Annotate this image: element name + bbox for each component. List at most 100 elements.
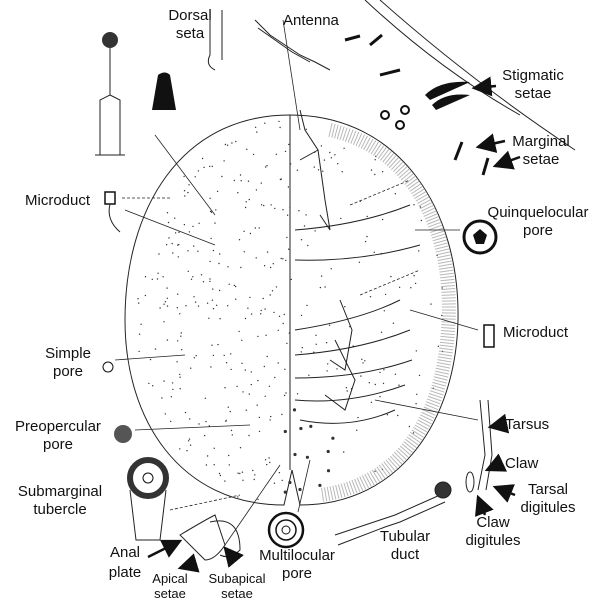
stipple-dot bbox=[308, 374, 310, 376]
stipple-dot bbox=[264, 122, 266, 124]
stipple-dot bbox=[257, 335, 259, 338]
stipple-dot bbox=[415, 403, 417, 405]
stipple-dot bbox=[384, 293, 387, 296]
stipple-dot bbox=[266, 355, 268, 358]
stipple-dot bbox=[156, 278, 159, 280]
stipple-dot bbox=[166, 287, 168, 289]
stipple-dot bbox=[343, 147, 345, 149]
stipple-dot bbox=[178, 231, 180, 233]
stipple-dot bbox=[224, 143, 227, 146]
stipple-dot bbox=[249, 232, 252, 235]
stipple-dot bbox=[282, 258, 284, 260]
stipple-dot bbox=[208, 317, 210, 319]
stipple-dot bbox=[172, 388, 174, 391]
stipple-dot bbox=[441, 287, 443, 289]
stipple-dot bbox=[263, 204, 265, 207]
stipple-dot bbox=[241, 362, 243, 364]
stipple-dot bbox=[164, 301, 167, 303]
stipple-dot bbox=[170, 420, 172, 423]
stipple-dot bbox=[212, 354, 215, 357]
stipple-dot bbox=[255, 189, 258, 191]
stipple-dot bbox=[179, 448, 181, 450]
stipple-dot bbox=[218, 472, 221, 475]
stipple-dot bbox=[373, 251, 375, 253]
stipple-dot bbox=[195, 355, 197, 357]
stipple-dot bbox=[221, 175, 223, 178]
stipple-dot bbox=[269, 294, 271, 296]
submarginal-tubercle-icon bbox=[127, 457, 169, 541]
stipple-dot bbox=[266, 165, 268, 167]
stipple-dot bbox=[258, 430, 261, 433]
stipple-dot bbox=[248, 393, 250, 395]
stipple-dot bbox=[277, 362, 279, 364]
stipple-dot bbox=[174, 217, 176, 219]
stipple-dot bbox=[270, 204, 272, 206]
stipple-dot bbox=[189, 418, 191, 420]
stipple-dot bbox=[252, 469, 254, 472]
stipple-dot bbox=[253, 478, 255, 481]
stipple-dot bbox=[296, 169, 299, 171]
stipple-dot bbox=[240, 266, 242, 269]
claw-tarsus-icon bbox=[465, 399, 493, 493]
stipple-dot bbox=[209, 210, 212, 213]
stipple-dot bbox=[413, 275, 415, 277]
stipple-dot bbox=[379, 395, 381, 398]
stipple-dot bbox=[241, 471, 244, 473]
stipple-dot bbox=[260, 309, 262, 312]
stipple-dot bbox=[187, 191, 189, 194]
stipple-dot bbox=[171, 382, 174, 384]
stipple-dot bbox=[193, 245, 195, 247]
stipple-dot bbox=[362, 362, 364, 364]
stipple-dot bbox=[346, 390, 348, 392]
stipple-dot bbox=[190, 278, 193, 280]
stipple-dot bbox=[361, 358, 363, 360]
stipple-dot bbox=[340, 217, 342, 220]
stipple-dot bbox=[180, 335, 182, 337]
stipple-dot bbox=[189, 444, 192, 446]
stipple-dot bbox=[236, 385, 238, 388]
stipple-dot bbox=[204, 397, 206, 399]
stipple-dot bbox=[183, 175, 185, 178]
stipple-dot bbox=[266, 251, 269, 253]
stipple-dot bbox=[228, 464, 230, 466]
stipple-dot bbox=[166, 297, 168, 299]
stipple-dot bbox=[272, 263, 274, 265]
stipple-dot bbox=[410, 287, 412, 289]
stipple-dot bbox=[225, 420, 227, 422]
stipple-dot bbox=[211, 299, 214, 301]
stipple-dot bbox=[279, 126, 281, 129]
stipple-dot bbox=[209, 165, 211, 168]
stipple-dot bbox=[278, 120, 280, 123]
stipple-dot bbox=[392, 322, 395, 324]
stipple-dot bbox=[246, 148, 248, 150]
stipple-dot bbox=[269, 461, 271, 464]
stipple-dot bbox=[282, 209, 284, 211]
stipple-dot bbox=[174, 232, 177, 234]
stipple-dot bbox=[326, 469, 331, 473]
stipple-dot bbox=[305, 455, 309, 459]
stipple-dot bbox=[315, 343, 317, 345]
stipple-dot bbox=[288, 332, 291, 334]
stipple-dot bbox=[303, 225, 306, 227]
stipple-dot bbox=[286, 342, 288, 345]
stipple-dot bbox=[330, 157, 333, 159]
stipple-dot bbox=[176, 361, 178, 363]
stipple-dot bbox=[322, 170, 324, 172]
stipple-dot bbox=[245, 409, 247, 411]
stipple-dot bbox=[168, 237, 170, 239]
stipple-dot bbox=[197, 170, 200, 172]
simple-pore-icon bbox=[102, 361, 114, 373]
stipple-dot bbox=[284, 368, 286, 370]
stipple-dot bbox=[187, 440, 190, 442]
stipple-dot bbox=[252, 153, 255, 156]
stipple-dot bbox=[217, 343, 219, 346]
stipple-dot bbox=[268, 385, 271, 387]
preopercular-pore-icon bbox=[114, 425, 132, 443]
stipple-dot bbox=[218, 289, 221, 292]
stipple-dot bbox=[237, 472, 239, 474]
